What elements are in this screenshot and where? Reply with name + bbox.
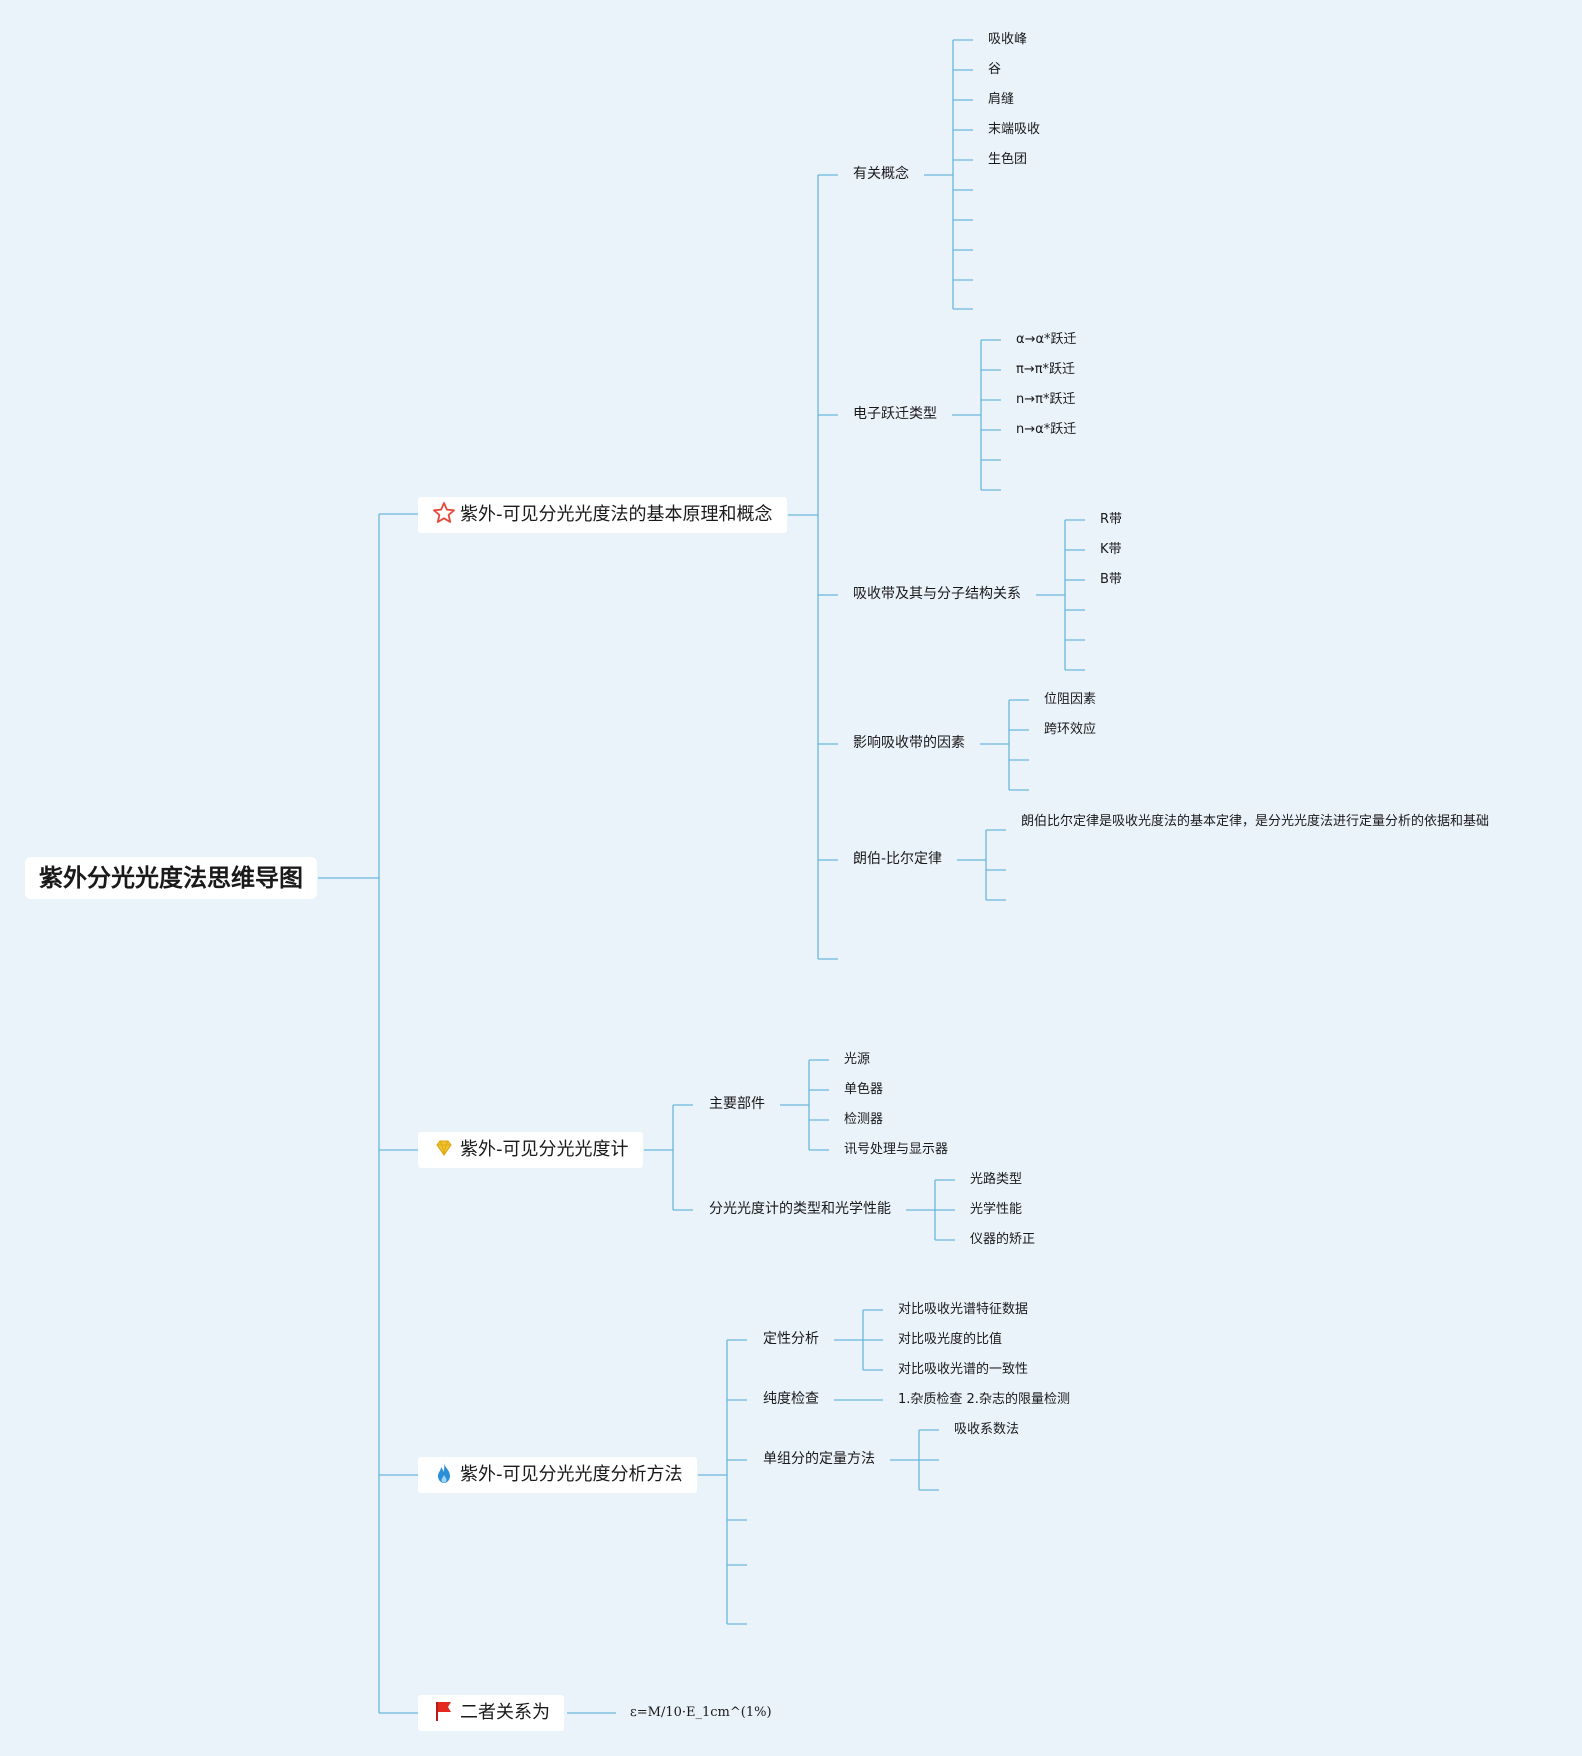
leaf-item[interactable]: 光源 <box>844 1052 871 1067</box>
leaf-item[interactable]: 末端吸收 <box>988 122 1041 137</box>
leaf-item[interactable]: 讯号处理与显示器 <box>844 1142 949 1157</box>
branch-title: 紫外-可见分光光度计 <box>460 1139 629 1160</box>
subtopic[interactable]: 主要部件 <box>709 1096 765 1112</box>
leaf-item[interactable]: 生色团 <box>988 152 1028 167</box>
leaf-item[interactable]: 对比吸收光谱特征数据 <box>898 1302 1029 1317</box>
subtopic[interactable]: 电子跃迁类型 <box>853 406 937 422</box>
leaf-item[interactable]: 位阻因素 <box>1044 692 1097 707</box>
leaf-item[interactable]: 单色器 <box>844 1082 884 1097</box>
leaf-item[interactable]: B带 <box>1100 572 1122 587</box>
branch-instrument[interactable]: 紫外-可见分光光度计 <box>418 1132 643 1168</box>
root-node[interactable]: 紫外分光光度法思维导图 <box>25 857 317 899</box>
subtopic[interactable]: 分光光度计的类型和光学性能 <box>709 1201 891 1217</box>
branch-title: 二者关系为 <box>460 1702 550 1723</box>
leaf-item[interactable]: 跨环效应 <box>1044 722 1097 737</box>
branch-title: 紫外-可见分光光度分析方法 <box>460 1464 683 1485</box>
flame-icon <box>438 1463 450 1483</box>
leaf-item[interactable]: R带 <box>1100 512 1123 527</box>
subtopic[interactable]: 单组分的定量方法 <box>763 1451 875 1467</box>
subtopic[interactable]: 影响吸收带的因素 <box>853 735 965 751</box>
branch-title: 紫外-可见分光光度法的基本原理和概念 <box>460 504 773 525</box>
branch-methods[interactable]: 紫外-可见分光光度分析方法 <box>418 1457 697 1493</box>
leaf-item[interactable]: 谷 <box>988 62 1002 77</box>
leaf-item[interactable]: α→α*跃迁 <box>1016 332 1077 347</box>
leaf-item[interactable]: 对比吸光度的比值 <box>898 1332 1003 1347</box>
leaf-item[interactable]: 肩缝 <box>988 92 1015 107</box>
leaf-item[interactable]: 1.杂质检查 2.杂志的限量检测 <box>898 1392 1070 1407</box>
leaf-item[interactable]: 吸收峰 <box>988 32 1028 47</box>
subtopic[interactable]: 吸收带及其与分子结构关系 <box>853 586 1021 602</box>
leaf-item[interactable]: K带 <box>1100 542 1122 557</box>
leaf-item[interactable]: 朗伯比尔定律是吸收光度法的基本定律，是分光光度法进行定量分析的依据和基础 <box>1021 814 1490 829</box>
leaf-item[interactable]: π→π*跃迁 <box>1016 362 1076 377</box>
branch-relation[interactable]: 二者关系为 <box>418 1695 564 1731</box>
subtopic[interactable]: 朗伯-比尔定律 <box>853 851 943 867</box>
leaf-item[interactable]: 仪器的矫正 <box>970 1232 1036 1247</box>
leaf-item[interactable]: n→α*跃迁 <box>1016 422 1077 437</box>
subtopic[interactable]: 有关概念 <box>853 166 909 182</box>
star-icon <box>433 502 455 523</box>
formula-text[interactable]: ε=M/10·E_1cm^(1%) <box>630 1705 772 1720</box>
leaf-item[interactable]: 对比吸收光谱的一致性 <box>898 1362 1029 1377</box>
subtopic[interactable]: 纯度检查 <box>763 1391 819 1407</box>
root-title: 紫外分光光度法思维导图 <box>39 864 303 892</box>
leaf-item[interactable]: n→π*跃迁 <box>1016 392 1076 407</box>
branch-principles[interactable]: 紫外-可见分光光度法的基本原理和概念 <box>418 497 787 533</box>
diamond-icon <box>436 1140 452 1156</box>
subtopic[interactable]: 定性分析 <box>763 1331 819 1347</box>
leaf-item[interactable]: 检测器 <box>844 1112 884 1127</box>
leaf-item[interactable]: 吸收系数法 <box>954 1422 1020 1437</box>
leaf-item[interactable]: 光学性能 <box>970 1202 1023 1217</box>
flag-icon <box>436 1702 451 1721</box>
leaf-item[interactable]: 光路类型 <box>970 1172 1023 1187</box>
